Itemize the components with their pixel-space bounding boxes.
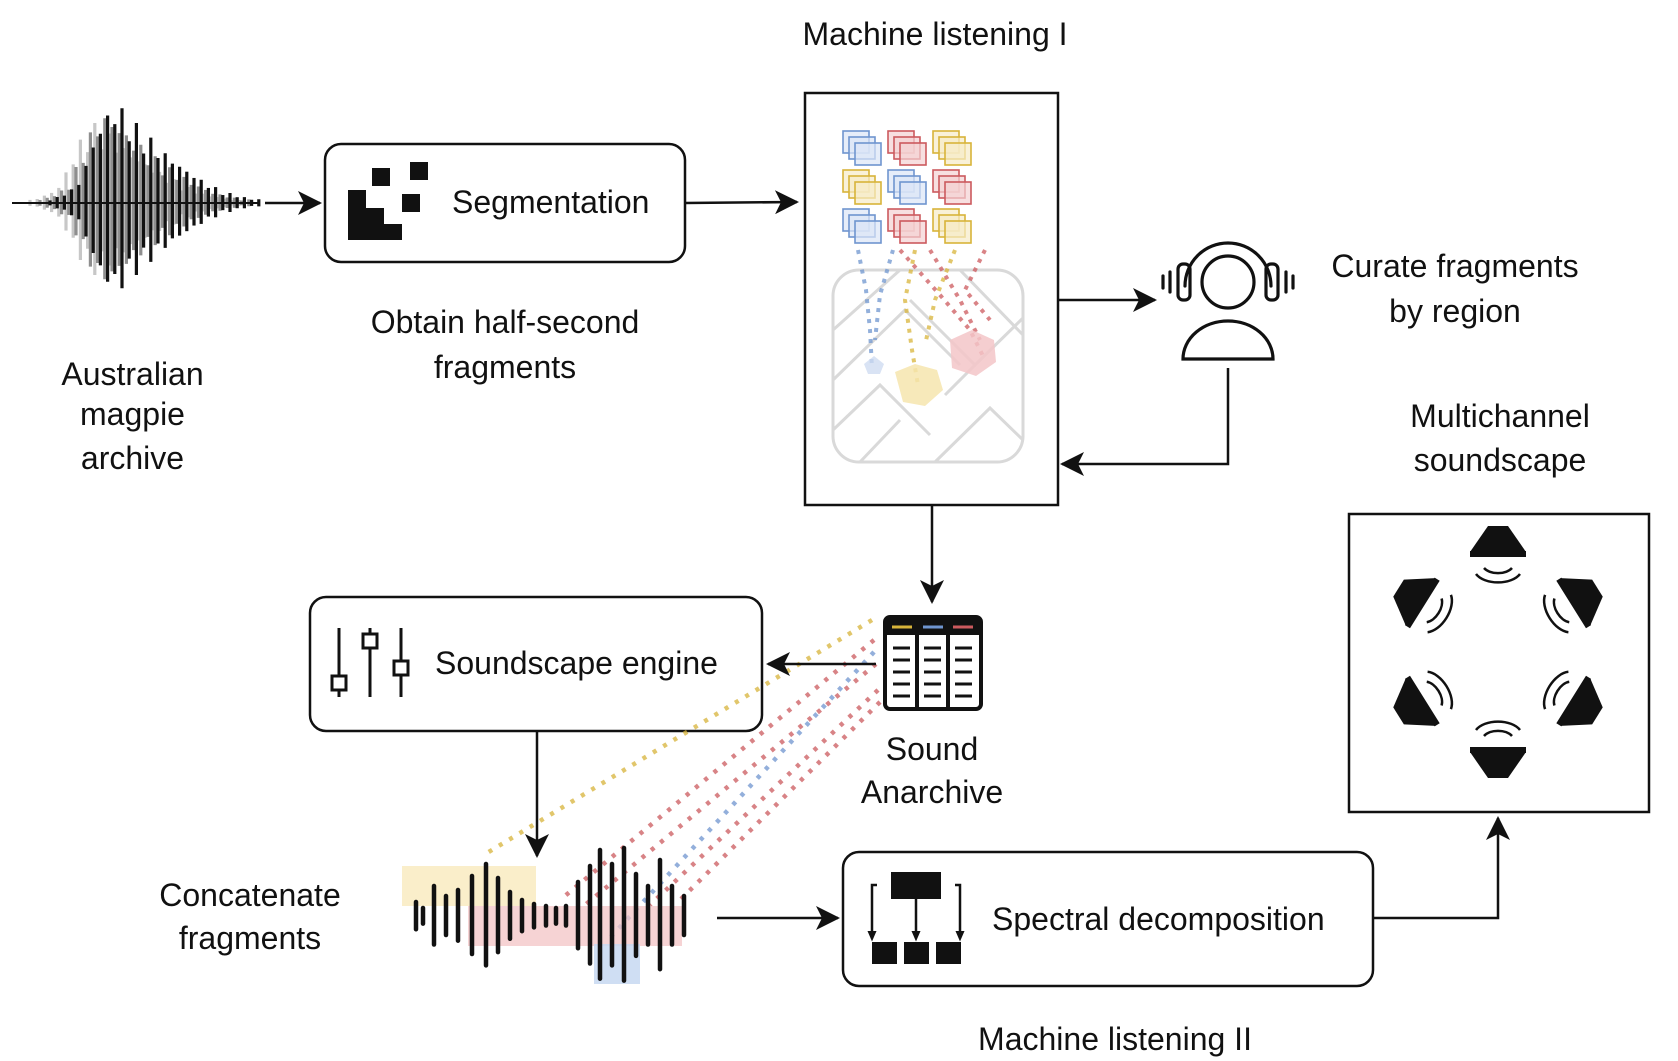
segmentation-blocks-icon	[348, 162, 428, 240]
obtain-label-line1: Obtain half-second	[370, 304, 640, 340]
archive-label-line2: magpie	[80, 396, 185, 432]
machine-listening-2-title: Machine listening II	[978, 1021, 1252, 1057]
concatenate-label-line2: fragments	[178, 920, 322, 956]
hierarchy-icon	[867, 872, 965, 964]
fragment-squares-grid	[842, 130, 972, 244]
curate-label-line1: Curate fragments	[1331, 248, 1579, 284]
multichannel-label-line1: Multichannel	[1410, 398, 1590, 434]
fragment-links	[480, 618, 882, 942]
flow-arrows	[265, 190, 1510, 930]
archive-label-line1: Australian	[61, 356, 204, 392]
multichannel-label-line2: soundscape	[1413, 442, 1587, 478]
region-paths	[856, 248, 996, 406]
speaker-array	[1393, 526, 1603, 778]
waveform-icon	[12, 108, 261, 289]
obtain-label-line2: fragments	[433, 349, 577, 385]
archive-label-line3: archive	[80, 440, 185, 476]
curate-label-line2: by region	[1389, 293, 1521, 329]
spectral-decomposition-label: Spectral decomposition	[992, 901, 1325, 937]
concatenated-waveform-icon	[402, 845, 687, 984]
soundscape-engine-label: Soundscape engine	[435, 645, 718, 681]
concatenate-label-line1: Concatenate	[159, 877, 341, 913]
headphones-person-icon	[1161, 241, 1295, 361]
machine-listening-1-title: Machine listening I	[802, 16, 1068, 52]
sliders-icon	[330, 628, 410, 697]
machine-listening-panel	[803, 91, 1060, 507]
segmentation-label: Segmentation	[452, 184, 650, 220]
map-icon	[831, 268, 1025, 464]
table-icon	[883, 615, 983, 711]
sound-anarchive-label-line2: Anarchive	[860, 774, 1004, 810]
sound-anarchive-label-line1: Sound	[885, 731, 979, 767]
